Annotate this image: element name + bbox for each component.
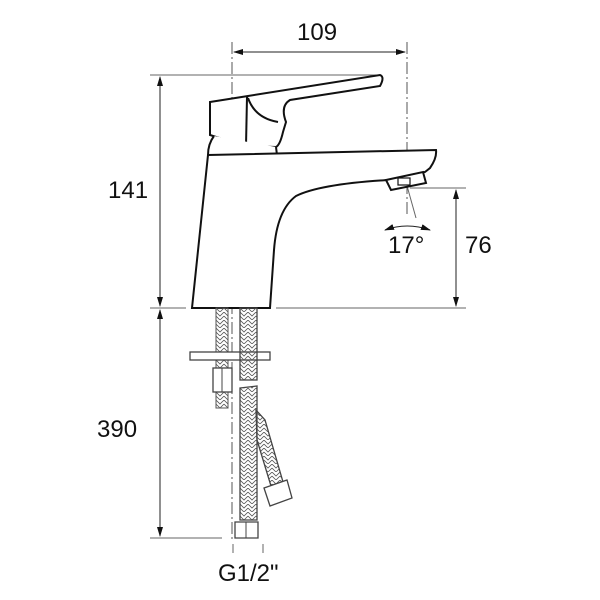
connection-label: G1/2": [218, 560, 279, 587]
angle-arc-17: [384, 224, 431, 231]
dimension-label-hose-length: 390: [97, 416, 138, 443]
aerator-slot: [397, 177, 411, 186]
supply-hose-1: [234, 307, 259, 539]
dimension-label-height: 141: [108, 177, 149, 204]
dimension-label-width: 109: [297, 19, 338, 46]
aerator-nozzle: [384, 170, 428, 192]
dimension-label-spout-height: 76: [465, 232, 492, 259]
faucet-lever: [206, 73, 384, 156]
supply-hose-2: [255, 408, 293, 507]
mounting-stud: [189, 307, 271, 409]
faucet-body: [190, 148, 438, 309]
angle-label: 17°: [388, 232, 425, 259]
